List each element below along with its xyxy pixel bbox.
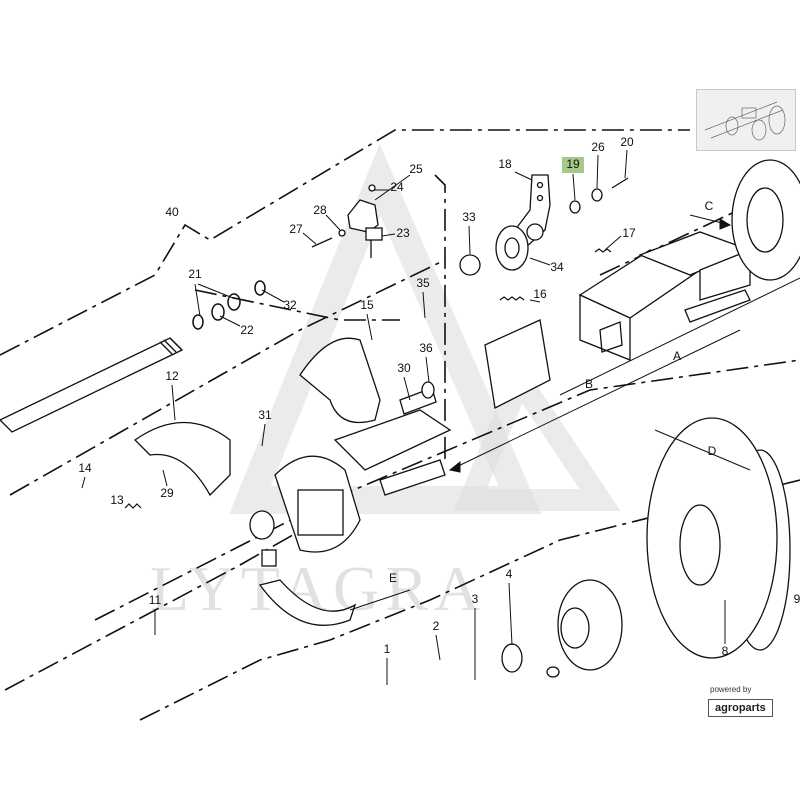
callout-12: 12 — [165, 369, 179, 383]
brand-text: agroparts — [708, 699, 773, 717]
callout-33: 33 — [462, 210, 476, 224]
bearing-and-hub — [501, 579, 623, 678]
callout-19-highlight — [562, 157, 584, 173]
axle-beam — [333, 231, 752, 496]
callout-4: 4 — [506, 567, 513, 581]
callout-28: 28 — [313, 203, 327, 217]
callout-20: 20 — [620, 135, 634, 149]
dimension-arrows — [349, 214, 800, 611]
callout-13: 13 — [110, 493, 124, 507]
callout-1: 1 — [384, 642, 391, 656]
callout-22: 22 — [240, 323, 254, 337]
callout-14: 14 — [78, 461, 92, 475]
leader-lines — [81, 149, 726, 685]
powered-by-text: powered by — [710, 685, 752, 694]
brake-shaft — [0, 337, 184, 433]
callout-40: 40 — [165, 205, 179, 219]
callout-25: 25 — [409, 162, 423, 176]
callout-35: 35 — [416, 276, 430, 290]
callout-labels: 40 21 22 32 27 28 25 24 23 18 19 26 20 3… — [78, 135, 800, 658]
callout-C: C — [705, 199, 714, 213]
callout-15: 15 — [360, 298, 374, 312]
callout-3: 3 — [472, 592, 479, 606]
backing-plate — [299, 337, 437, 424]
callout-21: 21 — [188, 267, 202, 281]
watermark: LYTAGRA — [150, 143, 621, 624]
bearing-flange — [459, 225, 529, 276]
callout-8: 8 — [722, 644, 729, 658]
spindle-hub — [249, 455, 361, 567]
callout-29: 29 — [160, 486, 174, 500]
callout-2: 2 — [433, 619, 440, 633]
callout-23: 23 — [396, 226, 410, 240]
callout-17: 17 — [622, 226, 636, 240]
callout-26: 26 — [591, 140, 605, 154]
brake-drum — [646, 417, 791, 659]
callout-18: 18 — [498, 157, 512, 171]
callout-19[interactable]: 19 — [566, 157, 580, 171]
slack-adjuster — [514, 174, 629, 250]
callout-30: 30 — [397, 361, 411, 375]
callout-36: 36 — [419, 341, 433, 355]
callout-31: 31 — [258, 408, 272, 422]
return-springs — [124, 248, 612, 509]
brake-shoe-upper — [133, 421, 231, 497]
drum-right — [731, 159, 800, 281]
callout-16: 16 — [533, 287, 547, 301]
agroparts-logo-icon[interactable]: powered by agroparts — [704, 683, 800, 723]
callout-24: 24 — [390, 180, 404, 194]
callout-B: B — [585, 377, 593, 391]
brake-shoe-lower — [258, 579, 357, 626]
thumbnail-preview — [697, 90, 795, 150]
washer-set — [192, 280, 266, 330]
callout-D: D — [708, 444, 717, 458]
callout-11: 11 — [149, 593, 162, 607]
callout-E: E — [389, 571, 397, 585]
bracket-assembly — [311, 184, 383, 258]
callout-9: 9 — [794, 592, 800, 606]
callout-A: A — [673, 349, 681, 363]
diagram-thumbnail-icon[interactable] — [696, 89, 796, 151]
callout-32: 32 — [283, 298, 297, 312]
callout-27: 27 — [289, 222, 303, 236]
callout-34: 34 — [550, 260, 564, 274]
